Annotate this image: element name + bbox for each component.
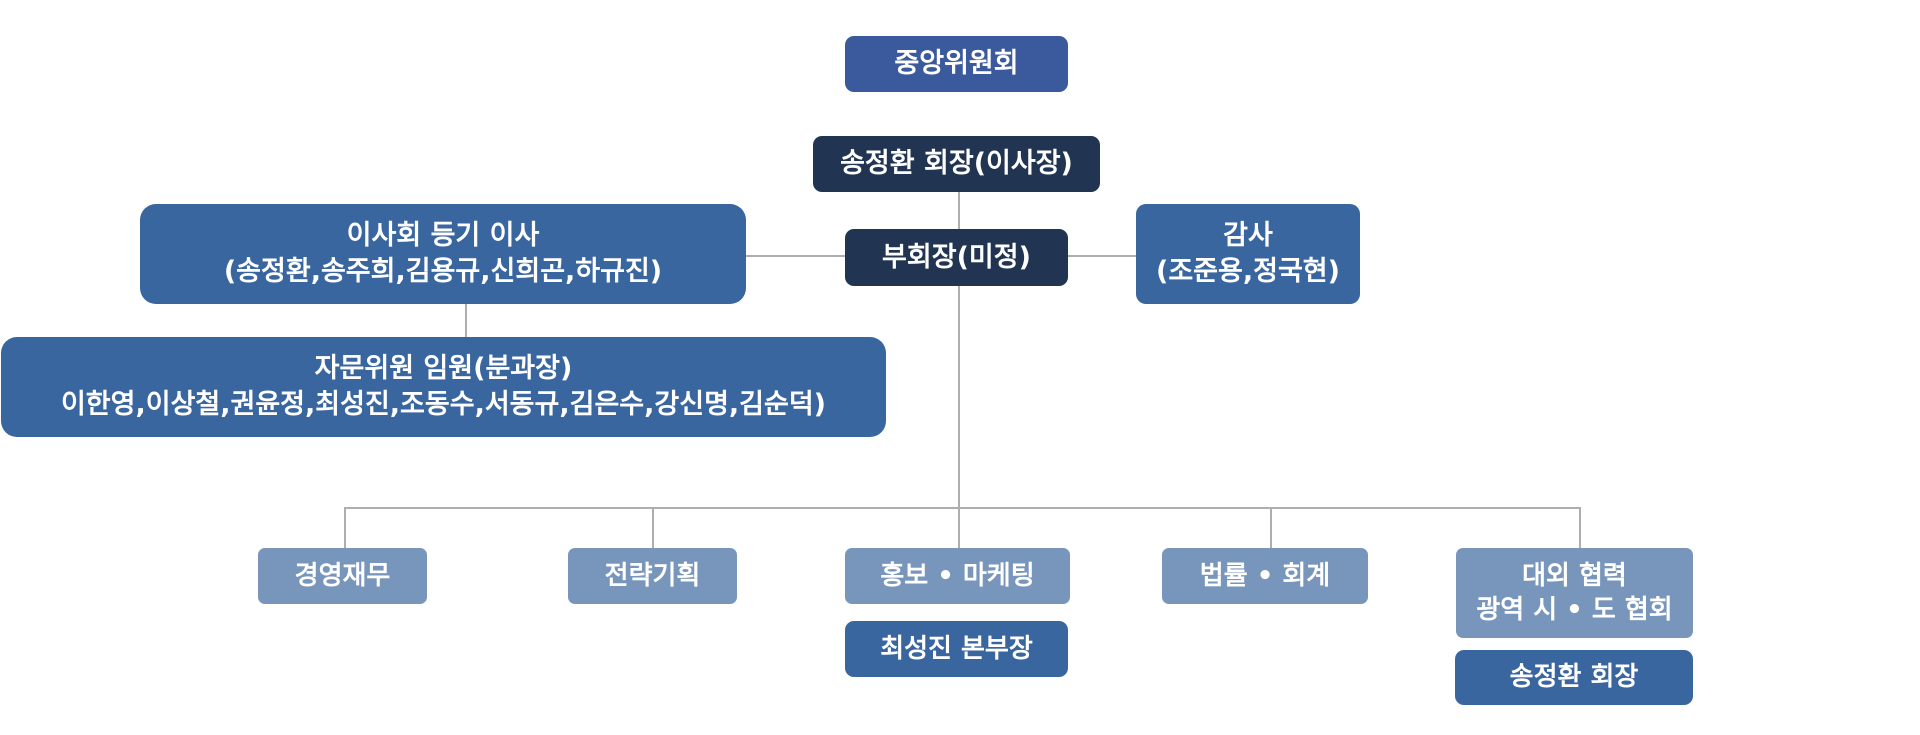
dept-head-label: 송정환 회장 xyxy=(1509,662,1639,693)
dept-legal-accounting: 법률 • 회계 xyxy=(1162,548,1368,604)
central-committee-label: 중앙위원회 xyxy=(894,48,1019,80)
vice-chairman-node: 부회장(미정) xyxy=(845,229,1068,286)
connector-dept-2 xyxy=(652,507,654,548)
dept-label-line2: 광역 시 • 도 협회 xyxy=(1476,595,1673,625)
connector-trunk xyxy=(958,286,960,548)
dept-management-finance: 경영재무 xyxy=(258,548,427,604)
dept-pr-marketing-head: 최성진 본부장 xyxy=(845,621,1068,677)
connector-board-advisors xyxy=(465,304,467,337)
dept-label: 법률 • 회계 xyxy=(1199,560,1331,591)
central-committee-node: 중앙위원회 xyxy=(845,36,1068,92)
auditor-members: (조준용,정국현) xyxy=(1156,256,1340,287)
connector-dept-1 xyxy=(344,507,346,548)
connector-vice-auditor xyxy=(1068,255,1136,257)
dept-label-line1: 대외 협력 xyxy=(1522,560,1627,591)
connector-chairman-vice xyxy=(958,192,960,229)
board-members: (송정환,송주희,김용규,신희곤,하규진) xyxy=(223,256,663,287)
board-title: 이사회 등기 이사 xyxy=(346,220,540,252)
dept-external-cooperation: 대외 협력 광역 시 • 도 협회 xyxy=(1456,548,1693,638)
dept-external-cooperation-head: 송정환 회장 xyxy=(1455,650,1693,705)
chairman-label: 송정환 회장(이사장) xyxy=(840,148,1073,180)
chairman-node: 송정환 회장(이사장) xyxy=(813,136,1100,192)
connector-dept-bus xyxy=(344,507,1581,509)
advisors-node: 자문위원 임원(분과장) 이한영,이상철,권윤정,최성진,조동수,서동규,김은수… xyxy=(1,337,886,437)
dept-pr-marketing: 홍보 • 마케팅 xyxy=(845,548,1070,604)
connector-board-vice xyxy=(746,255,845,257)
dept-label: 전략기획 xyxy=(604,560,701,591)
dept-label: 홍보 • 마케팅 xyxy=(880,560,1035,591)
connector-dept-4 xyxy=(1270,507,1272,548)
board-directors-node: 이사회 등기 이사 (송정환,송주희,김용규,신희곤,하규진) xyxy=(140,204,746,304)
auditor-node: 감사 (조준용,정국현) xyxy=(1136,204,1360,304)
dept-head-label: 최성진 본부장 xyxy=(880,633,1033,664)
dept-label: 경영재무 xyxy=(294,560,391,591)
advisors-title: 자문위원 임원(분과장) xyxy=(314,353,573,385)
connector-dept-5 xyxy=(1579,507,1581,548)
auditor-title: 감사 xyxy=(1223,220,1273,252)
vice-chairman-label: 부회장(미정) xyxy=(882,241,1031,273)
advisors-members: 이한영,이상철,권윤정,최성진,조동수,서동규,김은수,강신명,김순덕) xyxy=(60,389,827,420)
dept-strategy-planning: 전략기획 xyxy=(568,548,737,604)
